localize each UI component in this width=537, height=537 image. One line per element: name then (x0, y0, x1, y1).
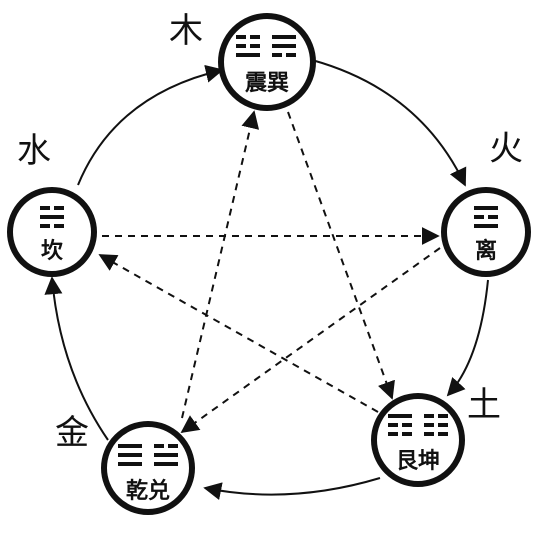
element-label-fire: 火 (489, 129, 523, 169)
trigram-xun-icon (272, 35, 296, 57)
trigram-names: 震巽 (245, 70, 289, 96)
trigram-qian-icon (118, 444, 142, 466)
trigram-names: 乾兑 (126, 478, 170, 504)
overcoming-cycle (98, 110, 441, 434)
arc-earth-to-metal (203, 477, 381, 500)
trigram-kan-icon (40, 206, 64, 228)
trigram-gen-icon (388, 414, 412, 436)
trigram-li-icon (474, 206, 498, 228)
element-label-water: 水 (17, 131, 51, 171)
trigram-dui-icon (154, 444, 178, 466)
trigram-names: 坎 (41, 238, 63, 264)
arc-fire-to-earth (446, 279, 489, 397)
trigram-kun-icon (424, 414, 448, 436)
dash-metal-to-wood (181, 110, 260, 419)
arc-water-to-wood (77, 64, 224, 186)
element-label-earth: 土 (467, 385, 501, 425)
arc-metal-to-water (44, 276, 109, 441)
node-metal: 乾兑 (101, 421, 195, 515)
arc-wood-to-fire (311, 59, 467, 187)
trigram-zhen-icon (236, 35, 260, 57)
node-fire: 离 (441, 187, 531, 277)
node-water: 坎 (7, 187, 97, 277)
generating-cycle (44, 59, 489, 500)
node-earth: 艮坤 (371, 393, 465, 487)
element-label-metal: 金 (55, 413, 89, 453)
dash-fire-to-metal (180, 247, 441, 434)
dash-wood-to-earth (287, 111, 395, 400)
dash-earth-to-water (98, 254, 379, 413)
trigram-names: 离 (475, 238, 497, 264)
trigram-names: 艮坤 (396, 448, 440, 474)
node-wood: 震巽 (218, 13, 316, 111)
element-label-wood: 木 (169, 11, 203, 51)
